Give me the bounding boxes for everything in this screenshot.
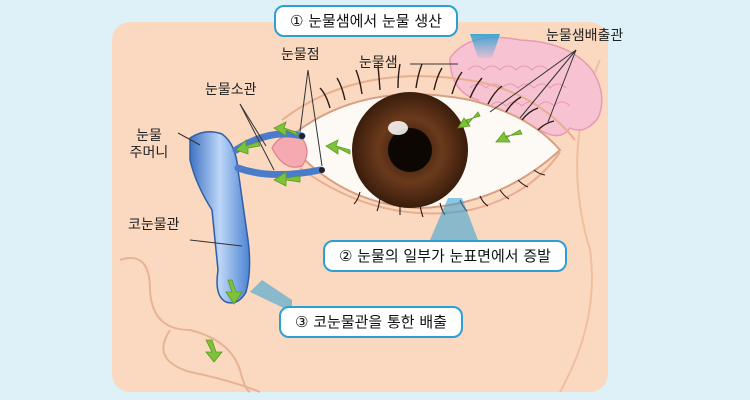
label-lacrimal-gland: 눈물샘 — [359, 55, 398, 71]
eye-highlight — [388, 121, 408, 135]
pupil — [388, 128, 432, 172]
label-lacrimal-sac-line1: 눈물 — [136, 128, 162, 144]
callout-step3: ③ 코눈물관을 통한 배출 — [279, 306, 463, 338]
tear-flow-arrows — [205, 111, 523, 363]
upper-eyelid-crease — [281, 75, 576, 141]
label-lacrimal-sac: 눈물 주머니 — [118, 128, 180, 162]
upper-eyelashes — [319, 63, 555, 131]
callout-step1: ① 눈물샘에서 눈물 생산 — [274, 5, 458, 37]
label-lacrimal-punctum: 눈물점 — [281, 47, 320, 63]
lacrimal-sac-and-duct — [189, 131, 251, 304]
step3-pointer — [250, 280, 292, 312]
label-canaliculus: 눈물소관 — [205, 82, 257, 98]
lower-punctum — [319, 167, 325, 173]
nostril-outline — [162, 329, 261, 393]
callout-step2: ② 눈물의 일부가 눈표면에서 증발 — [323, 240, 567, 272]
step2-pointer — [430, 198, 478, 240]
label-nasolacrimal-duct: 코눈물관 — [128, 217, 180, 233]
label-lacrimal-sac-line2: 주머니 — [129, 145, 169, 161]
label-gland-ducts: 눈물샘배출관 — [546, 28, 624, 44]
step1-pointer — [470, 34, 500, 58]
nose-outline — [119, 257, 251, 393]
lower-canaliculus — [234, 164, 324, 178]
upper-punctum — [299, 133, 305, 139]
leader-lines — [177, 49, 577, 247]
